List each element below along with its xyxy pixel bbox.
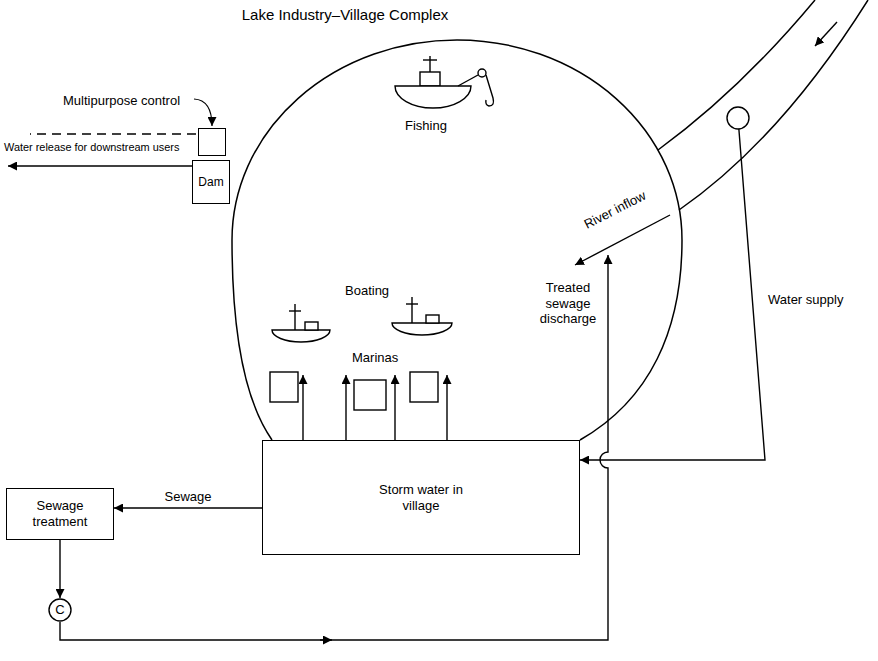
connector-line xyxy=(446,375,447,440)
node-text: Storm water in village xyxy=(379,482,463,513)
node-text: C xyxy=(55,602,64,618)
connector-line xyxy=(59,540,60,598)
node-text: River inflow xyxy=(582,188,649,232)
dam-box: Dam xyxy=(192,160,230,204)
node-text: Marinas xyxy=(352,350,398,366)
connector-line xyxy=(60,255,608,640)
note-label: Water release for downstream users xyxy=(4,141,179,154)
village-box: Storm water in village xyxy=(262,440,580,555)
lake-shape xyxy=(232,40,682,440)
connector-line xyxy=(394,375,395,440)
edge-label: Treated sewage discharge xyxy=(534,280,602,327)
flow-connector xyxy=(60,255,608,640)
connector-line xyxy=(302,375,303,440)
node-text: Sewage treatment xyxy=(12,498,108,529)
edge-label: Water supply xyxy=(767,292,844,308)
control-box: Multipurpose control xyxy=(198,128,226,156)
sail-boat xyxy=(272,304,330,342)
node-text: Multipurpose control xyxy=(63,93,180,109)
flow-connector xyxy=(580,129,765,460)
treatment-box: Sewage treatment xyxy=(6,488,114,540)
flow-arrowhead xyxy=(320,639,332,640)
leader-arrow xyxy=(194,99,212,126)
connector-line xyxy=(580,129,765,460)
lake-outline: FishingBoatingMarinas xyxy=(232,40,682,440)
flow-connector xyxy=(60,540,61,598)
node-text: Dam xyxy=(198,175,223,189)
control-dashed-line xyxy=(30,133,196,134)
chlorination-circle: C xyxy=(48,598,72,622)
node-text: Boating xyxy=(345,283,389,299)
edge-label: Sewage xyxy=(164,489,213,505)
connector-line xyxy=(345,375,346,440)
flow-connector xyxy=(303,375,447,440)
flow-connector xyxy=(114,508,262,509)
diagram-title: Lake Industry–Village Complex xyxy=(0,6,690,24)
marina-box xyxy=(270,372,438,410)
release-arrow xyxy=(8,165,196,166)
river-band: River inflow xyxy=(545,0,878,255)
connector-line xyxy=(114,507,262,508)
sail-boat xyxy=(392,297,452,335)
node-text: Fishing xyxy=(405,118,447,134)
fishing-boat xyxy=(395,56,494,108)
